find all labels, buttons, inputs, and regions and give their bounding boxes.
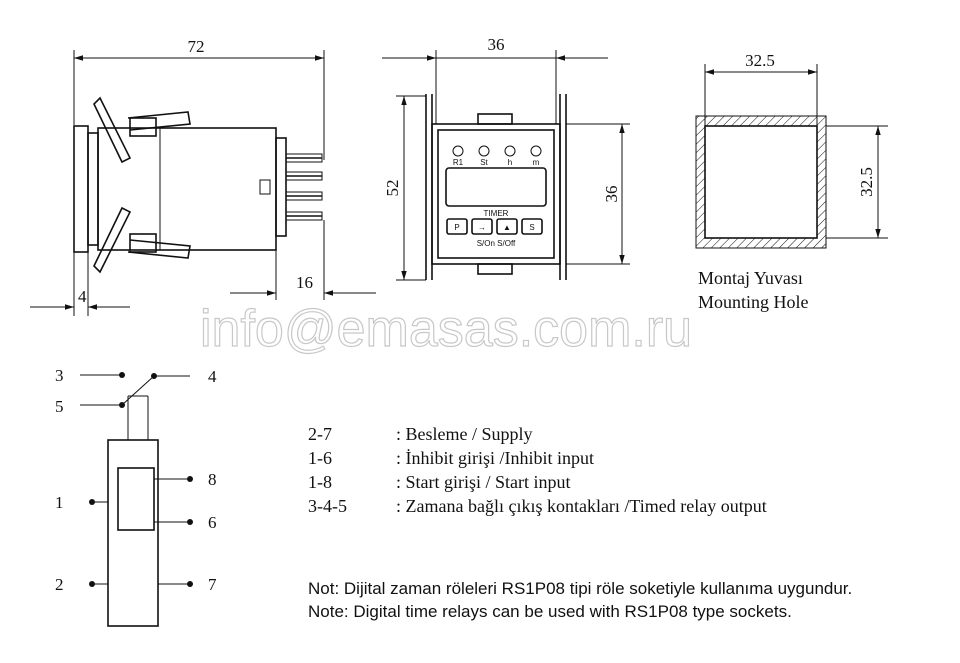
switch-arm [121,375,155,406]
legend-pins: 2-7 [308,424,332,444]
right-arrow-button[interactable] [471,218,493,235]
legend-desc: : Zamana bağlı çıkış kontakları /Timed r… [396,496,767,516]
hole-height-label: 32.5 [857,167,876,197]
dim-72-label: 72 [188,37,205,56]
front-view: 36 52 36 R1 St h m TIMER [382,35,630,281]
side-view: 72 4 16 [30,37,376,316]
mounting-label-tr: Montaj Yuvası [698,268,803,288]
legend-desc: : Besleme / Supply [396,424,533,444]
p-button[interactable] [446,218,468,235]
legend-desc: : Start girişi / Start input [396,472,571,492]
watermark: info@emasas.com.ru [200,300,692,358]
legend-pins: 1-6 [308,448,332,468]
mounting-hole: 32.5 32.5 Montaj Yuvası Mounting Hole [695,51,888,312]
top-clip [93,96,132,164]
up-arrow-icon: ▲ [503,223,511,232]
dim-16-label: 16 [296,273,313,292]
wiring-diagram: 3 4 5 1 8 6 2 7 [55,366,217,627]
pin [285,153,323,163]
dim-4-label: 4 [78,287,87,306]
coil-symbol [117,467,155,531]
pin-6-label: 6 [208,513,217,532]
s-button[interactable] [521,218,543,235]
relay-symbol [107,439,159,627]
pin-3-label: 3 [55,366,64,385]
led-label: m [533,158,540,167]
pin [285,171,323,181]
led-label: h [508,158,512,167]
pin-8-label: 8 [208,470,217,489]
mounting-label-en: Mounting Hole [698,292,809,312]
led-indicator [478,145,490,157]
legend-pins: 1-8 [308,472,332,492]
legend-pins: 3-4-5 [308,496,347,516]
dim-36-width-label: 36 [488,35,505,54]
right-arrow-icon: → [478,223,486,232]
son-soff-label: S/On S/Off [477,239,516,248]
hole-width-label: 32.5 [745,51,775,70]
front-bezel [73,125,89,253]
bottom-clip [93,206,132,274]
dim-36-height-label: 36 [602,186,621,203]
pin [285,191,323,201]
s-button-label: S [529,223,534,232]
bottom-clip-front [477,263,513,275]
lcd-display [445,167,547,207]
dim-52-label: 52 [383,180,402,197]
pin-7-label: 7 [208,575,217,594]
led-indicator [452,145,464,157]
note-english: Note: Digital time relays can be used wi… [308,602,792,621]
pin-5-label: 5 [55,397,64,416]
note-turkish: Not: Dijital zaman röleleri RS1P08 tipi … [308,579,852,598]
cutout [704,125,818,239]
timer-label: TIMER [484,209,509,218]
led-indicator [504,145,516,157]
p-button-label: P [454,223,459,232]
led-indicator [530,145,542,157]
pin-2-label: 2 [55,575,64,594]
pin-4-label: 4 [208,367,217,386]
pin-legend: 2-7 : Besleme / Supply 1-6 : İnhibit gir… [308,424,767,516]
pin [285,211,323,221]
pin-1-label: 1 [55,493,64,512]
led-label: R1 [453,158,464,167]
terminal-dot [119,372,125,378]
led-label: St [480,158,488,167]
up-arrow-button[interactable] [496,218,518,235]
top-clip-front [477,113,513,125]
legend-desc: : İnhibit girişi /Inhibit input [396,448,594,468]
front-panel [437,129,555,259]
